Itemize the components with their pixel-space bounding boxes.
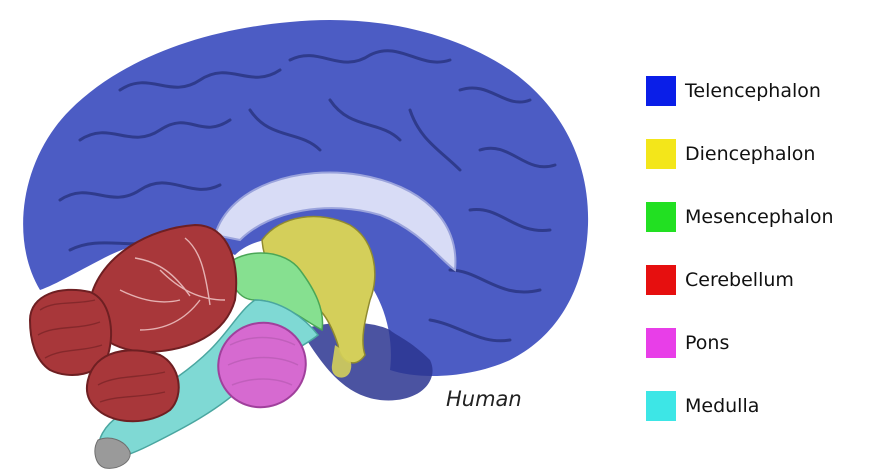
- legend-swatch-cerebellum: [646, 265, 676, 295]
- legend: Telencephalon Diencephalon Mesencephalon…: [646, 76, 866, 454]
- legend-label-pons: Pons: [685, 332, 729, 354]
- legend-item-diencephalon: Diencephalon: [646, 139, 866, 169]
- legend-label-medulla: Medulla: [685, 395, 759, 417]
- legend-swatch-diencephalon: [646, 139, 676, 169]
- legend-item-mesencephalon: Mesencephalon: [646, 202, 866, 232]
- legend-item-telencephalon: Telencephalon: [646, 76, 866, 106]
- legend-item-medulla: Medulla: [646, 391, 866, 421]
- legend-swatch-medulla: [646, 391, 676, 421]
- species-caption: Human: [446, 387, 522, 411]
- legend-swatch-telencephalon: [646, 76, 676, 106]
- legend-label-diencephalon: Diencephalon: [685, 143, 815, 165]
- legend-label-cerebellum: Cerebellum: [685, 269, 794, 291]
- legend-label-mesencephalon: Mesencephalon: [685, 206, 834, 228]
- legend-item-pons: Pons: [646, 328, 866, 358]
- legend-swatch-pons: [646, 328, 676, 358]
- legend-item-cerebellum: Cerebellum: [646, 265, 866, 295]
- legend-label-telencephalon: Telencephalon: [685, 80, 821, 102]
- cerebellum-lobe-lower: [87, 350, 179, 421]
- legend-swatch-mesencephalon: [646, 202, 676, 232]
